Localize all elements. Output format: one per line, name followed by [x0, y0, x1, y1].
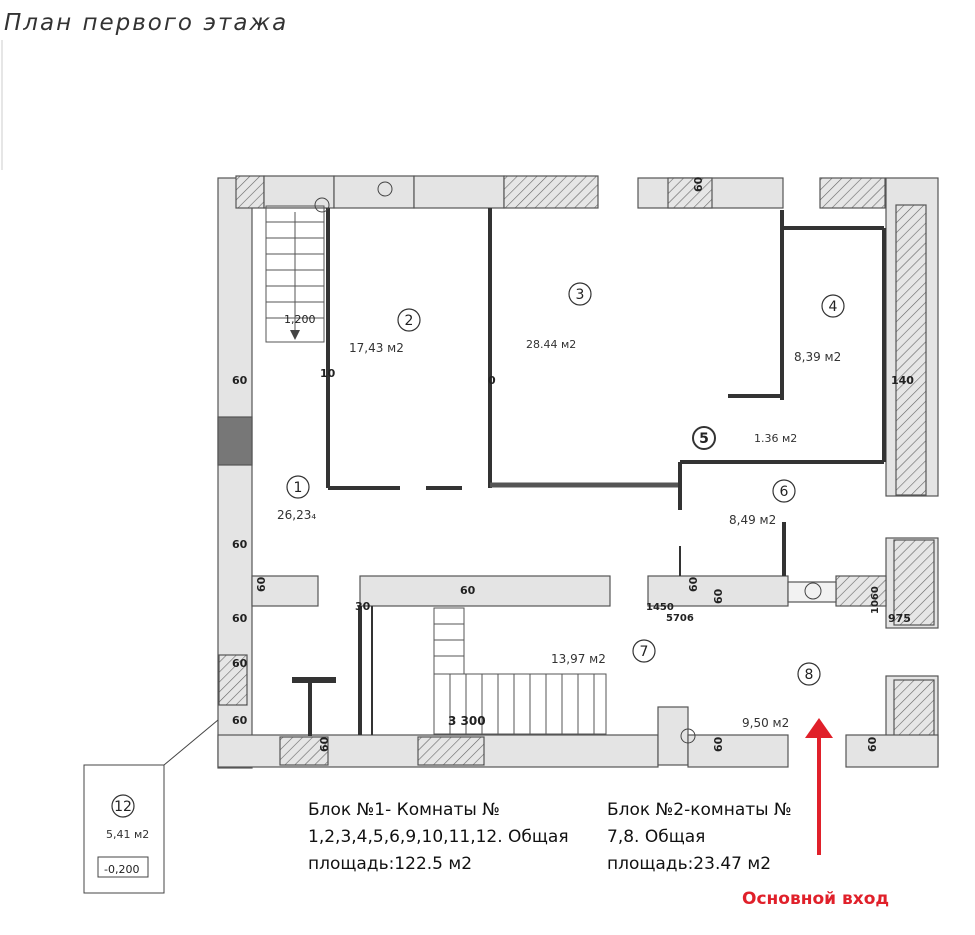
dim-60-vertical: 60: [712, 736, 725, 752]
outer-walls: [217, 175, 939, 769]
dimension-labels: 60 60 60 60 60 60 140 975 3 300 1,200 -0…: [104, 313, 914, 876]
room-8-number: 8: [805, 667, 814, 683]
dim-60: 60: [232, 538, 248, 551]
dim-60-vertical: 60: [692, 176, 705, 192]
dim-60: 60: [232, 612, 248, 625]
room-3-area: 28.44 м2: [526, 338, 576, 351]
sink-fixture: [292, 677, 336, 736]
room-6-marker: [772, 479, 796, 503]
room-areas: 26,23₄ 17,43 м2 28.44 м2 8,39 м2 1.36 м2…: [106, 338, 841, 841]
dim-stair-1: 1,200: [284, 313, 316, 326]
dim-1060-vertical: 1060: [870, 586, 881, 614]
room-6-number: 6: [780, 484, 789, 500]
entrance-arrow: [805, 718, 833, 855]
dim-60-vertical: 60: [866, 736, 879, 752]
dim-60: 60: [232, 714, 248, 727]
room-2-number: 2: [405, 313, 414, 329]
room-2-area: 17,43 м2: [349, 341, 404, 355]
dim-30: 30: [355, 600, 371, 613]
partitions: [326, 208, 886, 735]
room-number-markers: [111, 282, 845, 818]
room-3-number: 3: [576, 287, 585, 303]
dim-60: 60: [460, 584, 476, 597]
fixtures: [314, 181, 822, 744]
dim-60-vertical: 60: [318, 736, 331, 752]
room-12-number: 12: [114, 799, 132, 815]
room-4-marker: [821, 294, 845, 318]
block-1-note: Блок №1- Комнаты № 1,2,3,4,5,6,9,10,11,1…: [308, 800, 569, 874]
interior-walls: [251, 575, 887, 607]
dim-0: 0: [488, 374, 496, 387]
dim-60-vertical: 60: [687, 576, 700, 592]
dim-975: 975: [888, 612, 911, 625]
room-3-marker: [568, 282, 592, 306]
dim-5706: 5706: [666, 613, 694, 624]
dim-1450: 1450: [646, 602, 674, 613]
room-1-number: 1: [294, 480, 303, 496]
dim-60-vertical: 60: [255, 576, 268, 592]
dim-60: 60: [232, 657, 248, 670]
room-1-marker: [286, 475, 310, 499]
room-7-marker: [632, 639, 656, 663]
room-1-area: 26,23₄: [277, 508, 316, 522]
room-numbers: 1 2 3 4 5 6 7 8 12: [114, 287, 837, 815]
room-12-area: 5,41 м2: [106, 828, 149, 841]
dim-stair-2: 3 300: [448, 714, 486, 728]
room-5-number: 5: [699, 431, 709, 447]
room-4-number: 4: [829, 299, 838, 315]
plan-title: План первого этажа: [4, 10, 289, 36]
room-6-area: 8,49 м2: [729, 513, 776, 527]
vertical-dimension-labels: 60 60 60 60 60 60 60 1060: [255, 176, 881, 752]
room-4-area: 8,39 м2: [794, 350, 841, 364]
room-7-number: 7: [640, 644, 649, 660]
room-7-area: 13,97 м2: [551, 652, 606, 666]
block-2-note: Блок №2-комнаты № 7,8. Общая площадь:23.…: [607, 800, 792, 874]
room-5-marker: [692, 426, 716, 450]
room-2-marker: [397, 308, 421, 332]
staircase-1: [265, 205, 325, 343]
room-8-area: 9,50 м2: [742, 716, 789, 730]
dim-140: 140: [891, 374, 914, 387]
room-8-marker: [797, 662, 821, 686]
dim-10: 10: [320, 367, 336, 380]
room-12-marker: [111, 794, 135, 818]
main-entrance-label: Основной вход: [742, 889, 890, 909]
dim-level: -0,200: [104, 863, 139, 876]
room-12-box: [83, 719, 219, 894]
dim-60: 60: [232, 374, 248, 387]
room-5-area: 1.36 м2: [754, 432, 797, 445]
staircase-2: [433, 607, 607, 735]
dim-60-vertical: 60: [712, 588, 725, 604]
